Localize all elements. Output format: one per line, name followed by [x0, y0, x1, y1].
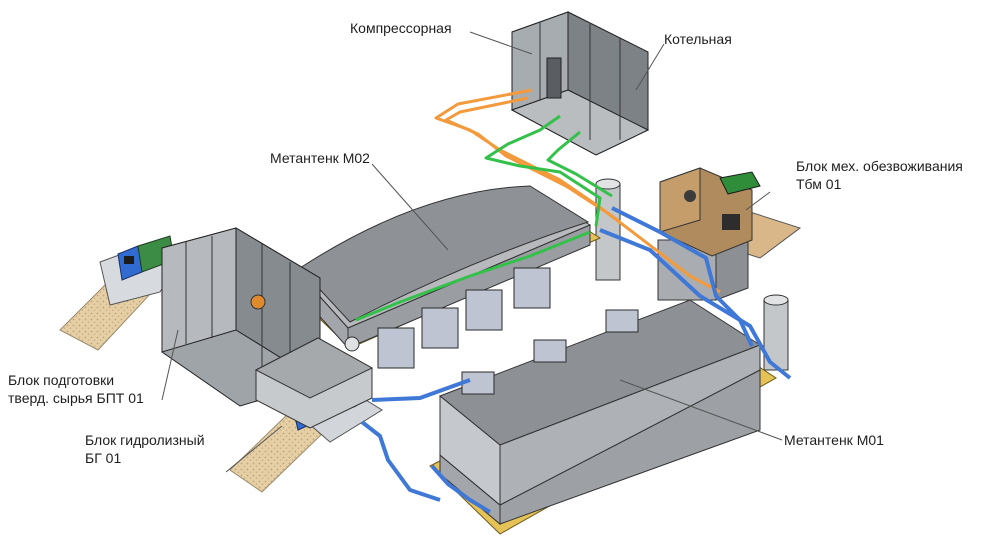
green-pipes: [355, 114, 613, 322]
label-boiler-room: Котельная: [664, 31, 732, 47]
label-digester-m01: Метантенк М01: [784, 432, 884, 448]
dewatering-block: [657, 167, 802, 301]
compressor-boiler-building: [510, 11, 650, 156]
blue-pipes: [360, 206, 792, 514]
label-dewatering-block-line1: Блок мех. обезвоживания: [796, 158, 963, 174]
leader-lines: [161, 31, 783, 473]
label-hydrolysis-block-line2: БГ 01: [85, 450, 122, 466]
label-prep-block-line1: Блок подготовки: [8, 372, 115, 388]
orange-pipes: [434, 88, 721, 294]
label-dewatering-block-line2: Тбм 01: [796, 176, 842, 192]
label-hydrolysis-block-line1: Блок гидролизный: [85, 432, 205, 448]
digester-m02: [289, 185, 602, 369]
label-compressor-room: Компрессорная: [350, 20, 452, 36]
label-digester-m02: Метантенк М02: [270, 150, 370, 166]
label-prep-block-line2: тверд. сырья БПТ 01: [8, 390, 144, 406]
digester-m01: [429, 299, 777, 535]
hydrolysis-block: [229, 336, 383, 493]
